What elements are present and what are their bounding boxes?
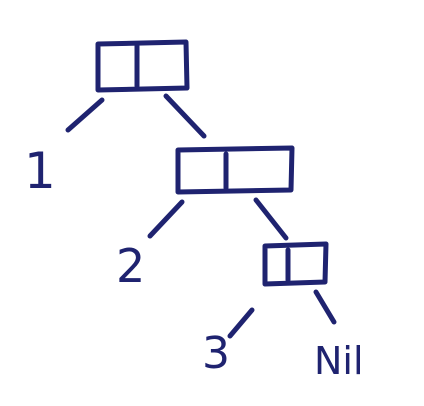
edge-cell1-to-cell2 xyxy=(163,93,207,139)
edge-cell3-to-3 xyxy=(227,307,255,339)
edge-cell3-to-nil xyxy=(313,289,337,325)
label-nil: Nil xyxy=(314,339,364,383)
edge-cell1-to-1 xyxy=(65,97,105,133)
cons-cell-1 xyxy=(95,39,190,93)
label-2: 2 xyxy=(116,239,145,293)
edge-cell2-to-cell3 xyxy=(253,197,289,241)
label-1: 1 xyxy=(24,142,56,200)
cons-cell-2 xyxy=(175,145,295,195)
edge-cell2-to-2 xyxy=(147,199,185,239)
label-3: 3 xyxy=(202,328,230,379)
cons-cell-3 xyxy=(262,241,329,287)
